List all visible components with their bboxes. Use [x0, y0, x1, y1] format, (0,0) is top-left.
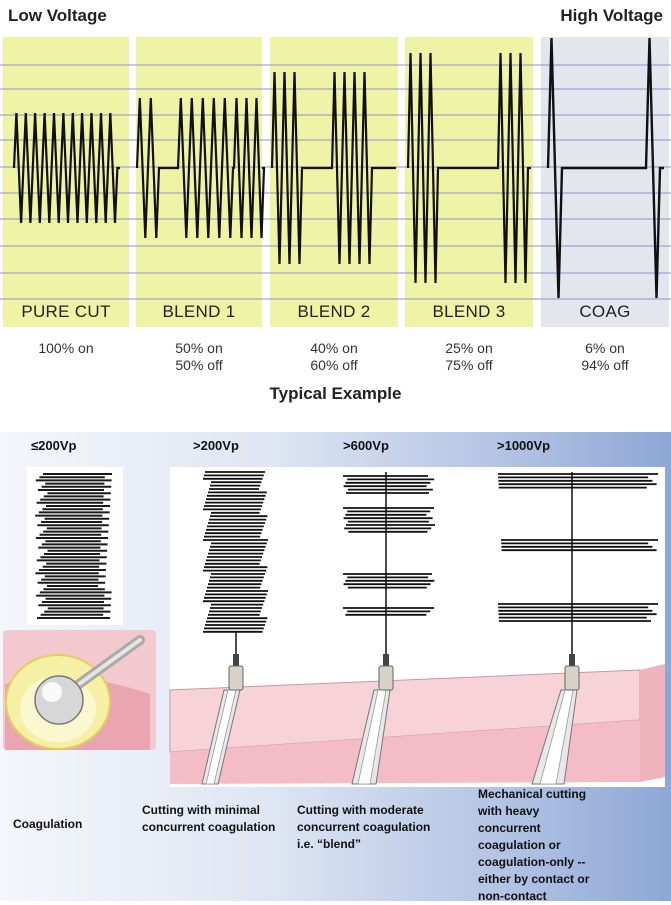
voltage-label-200-or-less: ≤200Vp	[31, 438, 77, 453]
electrode-tip	[378, 665, 394, 691]
voltage-label-over-1000: >1000Vp	[497, 438, 551, 453]
high-voltage-label: High Voltage	[560, 6, 663, 25]
incisions	[201, 689, 578, 785]
caption-coagulation: Coagulation	[13, 816, 82, 833]
caption-minimal: Cutting with minimal concurrent coagulat…	[142, 802, 275, 836]
electrode-connector	[569, 654, 575, 666]
waveform-panels	[0, 37, 671, 327]
needle-electrodes	[228, 654, 580, 691]
panel-name-pure-cut: PURE CUT	[21, 302, 111, 321]
duty-pure-cut: 100% on	[3, 340, 129, 357]
caption-mechanical-line: coagulation-only --	[478, 855, 586, 869]
caption-moderate-line: Cutting with moderate	[297, 803, 424, 817]
duty-blend-3: 25% on 75% off	[405, 340, 533, 374]
waveform-blend-2	[270, 71, 396, 265]
caption-mechanical-line: with heavy	[478, 804, 540, 818]
waveform-coag	[546, 37, 664, 299]
duty-blend-2-off: 60% off	[310, 357, 358, 373]
panel-name-blend-3: BLEND 3	[432, 302, 506, 321]
caption-moderate-line: concurrent coagulation	[297, 820, 431, 834]
ball-electrode-illustration	[3, 630, 156, 750]
duty-coag: 6% on 94% off	[541, 340, 669, 374]
duty-coag-on: 6% on	[585, 340, 625, 356]
typical-example-title: Typical Example	[269, 384, 402, 403]
duty-blend-1-off: 50% off	[175, 357, 223, 373]
tissue-block	[169, 664, 665, 784]
electrode-tip	[228, 665, 244, 691]
duty-blend-1-on: 50% on	[175, 340, 223, 356]
caption-mechanical-line: Mechanical cutting	[478, 787, 587, 801]
voltage-label-over-600: >600Vp	[343, 438, 389, 453]
caption-mechanical-line: concurrent	[478, 821, 541, 835]
voltage-label-over-200: >200Vp	[193, 438, 239, 453]
electrode-connector	[383, 654, 389, 666]
duty-blend-2: 40% on 60% off	[270, 340, 398, 374]
low-voltage-label: Low Voltage	[8, 6, 107, 25]
caption-moderate-line: i.e. “blend”	[297, 837, 362, 851]
duty-coag-off: 94% off	[581, 357, 629, 373]
electrode-connector	[233, 654, 239, 666]
panel-name-blend-2: BLEND 2	[297, 302, 371, 321]
waveform-blend-1	[135, 97, 266, 239]
cutting-waveforms	[203, 471, 658, 664]
caption-moderate: Cutting with moderate concurrent coagula…	[297, 802, 430, 853]
caption-mechanical-line: coagulation or	[478, 838, 561, 852]
caption-mechanical-line: either by contact or	[478, 872, 590, 886]
waveform-pure-cut	[12, 112, 120, 224]
caption-minimal-line: Cutting with minimal	[142, 803, 260, 817]
electrode-tip	[564, 665, 580, 691]
duty-blend-3-off: 75% off	[445, 357, 493, 373]
caption-mechanical-line: non-contact	[478, 889, 547, 903]
electrosurgery-illustration: ≤200Vp >200Vp >600Vp >1000Vp Coa	[0, 432, 671, 903]
caption-minimal-line: concurrent coagulation	[142, 820, 276, 834]
duty-blend-1: 50% on 50% off	[136, 340, 262, 374]
panel-name-coag: COAG	[579, 302, 631, 321]
duty-pure-cut-on: 100% on	[38, 340, 94, 356]
duty-blend-3-on: 25% on	[445, 340, 493, 356]
illustration-graphics	[3, 467, 665, 787]
panel-name-blend-1: BLEND 1	[162, 302, 236, 321]
coag-dense-waveform	[35, 473, 112, 619]
duty-blend-2-on: 40% on	[310, 340, 358, 356]
caption-mechanical: Mechanical cutting with heavy concurrent…	[478, 786, 589, 905]
caption-coagulation-line: Coagulation	[13, 817, 83, 831]
waveform-blend-3	[406, 52, 531, 284]
